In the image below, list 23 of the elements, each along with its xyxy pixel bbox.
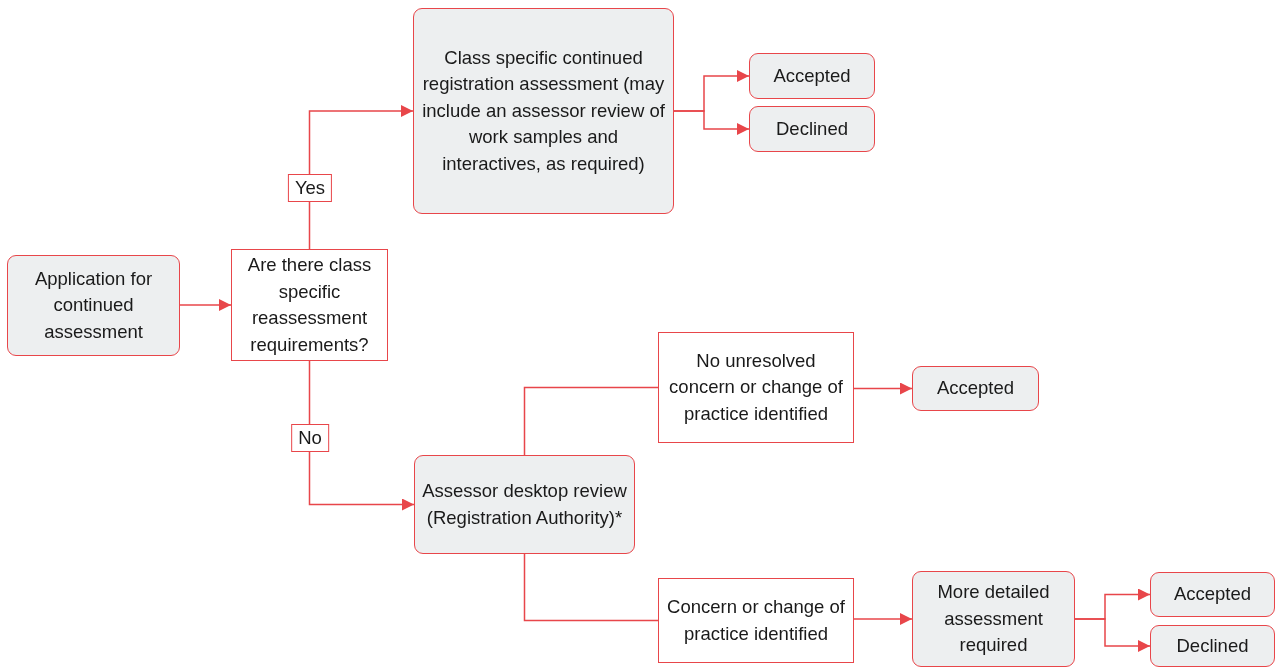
arrow [673, 110, 750, 135]
process-box: Class specific continued registration assessment (may include an assessor review of work samples and interactives, as required) [413, 8, 674, 214]
arrow [853, 613, 913, 625]
arrow [308, 360, 415, 511]
process-box: Assessor desktop review (Registration Authority)* [414, 455, 635, 554]
arrow [179, 299, 232, 311]
process-box: Accepted [912, 366, 1039, 411]
process-box: Accepted [1150, 572, 1275, 617]
arrow [1074, 618, 1151, 652]
process-box: Declined [749, 106, 875, 152]
process-box: More detailed assessment required [912, 571, 1075, 667]
decision-box: Concern or change of practice identified [658, 578, 854, 663]
connector-line [523, 553, 659, 622]
process-box: Application for continued assessment [7, 255, 180, 356]
edge-label: No [291, 424, 329, 452]
arrow [308, 105, 414, 250]
process-box: Declined [1150, 625, 1275, 667]
connector-line [523, 386, 659, 456]
process-box: Accepted [749, 53, 875, 99]
decision-box: No unresolved concern or change of practice identified [658, 332, 854, 443]
edge-label: Yes [287, 174, 333, 202]
decision-box: Are there class specific reassessment requirements? [231, 249, 388, 361]
arrow [853, 382, 913, 395]
